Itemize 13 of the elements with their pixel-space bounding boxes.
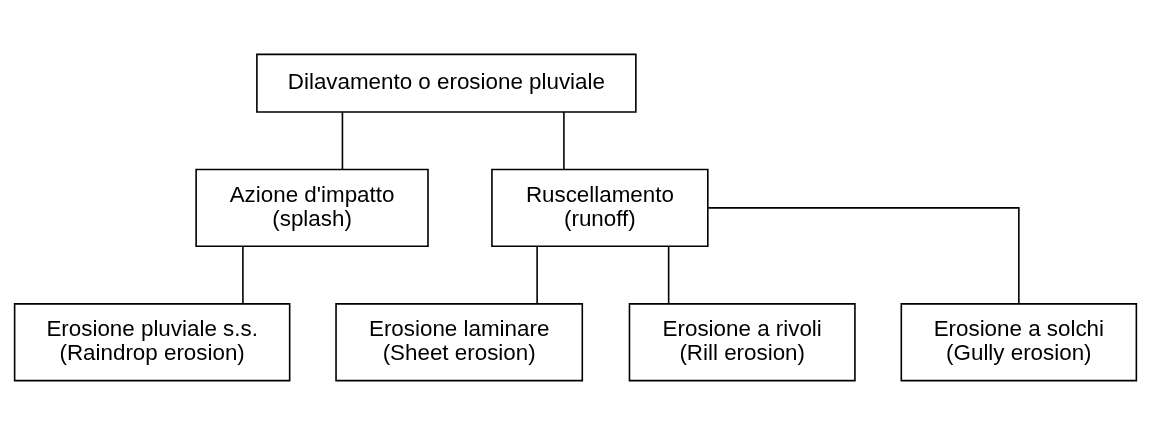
connector: [667, 245, 670, 305]
node-box: Erosione a solchi (Gully erosion): [900, 303, 1138, 382]
node-box: Erosione a rivoli (Rill erosion): [628, 303, 856, 382]
connector: [707, 207, 1020, 305]
node-box: Azione d'impatto (splash): [195, 168, 429, 248]
connector: [242, 245, 244, 305]
node-box: Erosione laminare (Sheet erosion): [335, 303, 584, 382]
connector: [341, 111, 344, 170]
node-box: Ruscellamento (runoff): [491, 168, 709, 248]
node-box: Erosione pluviale s.s. (Raindrop erosion): [13, 303, 291, 382]
connector: [563, 111, 565, 170]
node-box: Dilavamento o erosione pluviale: [256, 53, 637, 113]
connector: [536, 245, 538, 305]
